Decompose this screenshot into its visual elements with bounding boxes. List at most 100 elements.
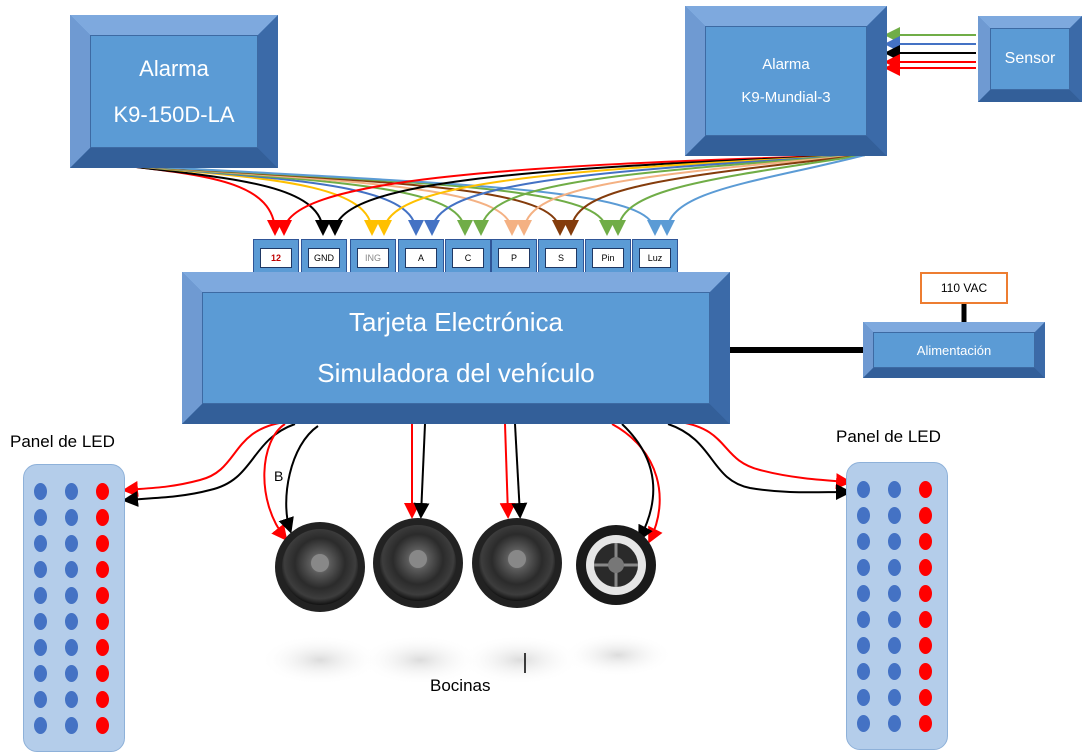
left-panel-led-blue — [34, 613, 47, 630]
right-panel-led-red — [919, 715, 932, 732]
terminal-p: P — [491, 239, 537, 276]
wires-sensor-to-alarm — [884, 27, 976, 76]
terminal-gnd: GND — [301, 239, 347, 276]
led-panel-right — [846, 462, 948, 750]
left-panel-led-blue — [65, 613, 78, 630]
right-panel-led-blue — [888, 481, 901, 498]
left-panel-led-red — [96, 587, 109, 604]
right-panel-led-blue — [857, 637, 870, 654]
terminal-pin: Pin — [585, 239, 631, 276]
right-panel-led-blue — [857, 715, 870, 732]
left-panel-led-blue — [34, 483, 47, 500]
panel-left-caption: Panel de LED — [10, 432, 115, 451]
right-panel-led-blue — [888, 585, 901, 602]
left-panel-led-blue — [65, 561, 78, 578]
speaker-1-icon — [275, 522, 365, 612]
wires-from-right-alarm — [276, 154, 866, 236]
right-panel-led-red — [919, 507, 932, 524]
left-panel-led-blue — [65, 535, 78, 552]
right-panel-led-red — [919, 663, 932, 680]
wires-to-right-panel — [667, 421, 852, 501]
right-panel-led-blue — [857, 611, 870, 628]
right-panel-led-red — [919, 637, 932, 654]
right-panel-led-blue — [857, 533, 870, 550]
right-panel-led-blue — [857, 507, 870, 524]
board-title: Tarjeta Electrónica — [349, 307, 563, 337]
right-panel-led-red — [919, 481, 932, 498]
left-panel-led-blue — [34, 639, 47, 656]
terminal-c: C — [445, 239, 491, 276]
board-subtitle: Simuladora del vehículo — [317, 358, 595, 388]
alarm-left-model: K9-150D-LA — [113, 101, 235, 127]
speaker-marker: B — [274, 468, 284, 484]
led-panel-left — [23, 464, 125, 752]
speakers-caption: Bocinas — [430, 676, 491, 695]
left-panel-led-red — [96, 717, 109, 734]
alarm-left-box: Alarma K9-150D-LA — [70, 15, 278, 168]
left-panel-led-blue — [34, 587, 47, 604]
left-panel-led-blue — [65, 717, 78, 734]
left-panel-led-red — [96, 561, 109, 578]
speaker-3-icon — [472, 518, 562, 608]
left-panel-led-blue — [34, 535, 47, 552]
left-panel-led-red — [96, 535, 109, 552]
right-panel-led-blue — [888, 689, 901, 706]
alarm-right-box: Alarma K9-Mundial-3 — [685, 6, 887, 156]
sensor-label: Sensor — [1004, 50, 1056, 67]
right-panel-led-blue — [888, 715, 901, 732]
left-panel-led-blue — [65, 639, 78, 656]
left-panel-led-blue — [34, 561, 47, 578]
left-panel-led-blue — [65, 509, 78, 526]
power-supply-label: Alimentación — [916, 342, 992, 358]
right-panel-led-red — [919, 585, 932, 602]
wires-to-left-panel — [122, 421, 296, 507]
right-panel-led-blue — [857, 689, 870, 706]
panel-right-caption: Panel de LED — [836, 427, 941, 446]
left-panel-led-blue — [34, 717, 47, 734]
speaker-shadows — [260, 633, 673, 685]
sensor-box: Sensor — [978, 16, 1082, 102]
terminal-12: 12 — [253, 239, 299, 276]
right-panel-led-blue — [888, 637, 901, 654]
left-panel-led-blue — [34, 509, 47, 526]
vac-label: 110 VAC — [940, 281, 988, 295]
vac-box: 110 VAC — [920, 272, 1008, 304]
left-panel-led-red — [96, 639, 109, 656]
electronic-board: Tarjeta Electrónica Simuladora del vehíc… — [182, 272, 730, 424]
alarm-right-title: Alarma — [762, 56, 810, 73]
speaker-2-icon — [373, 518, 463, 608]
right-panel-led-blue — [888, 611, 901, 628]
left-panel-led-blue — [65, 665, 78, 682]
terminal-ing: ING — [350, 239, 396, 276]
right-panel-led-blue — [888, 559, 901, 576]
left-panel-led-blue — [65, 483, 78, 500]
right-panel-led-red — [919, 611, 932, 628]
left-panel-led-red — [96, 613, 109, 630]
left-panel-led-red — [96, 483, 109, 500]
right-panel-led-blue — [888, 663, 901, 680]
wires-to-speakers — [263, 423, 663, 544]
alarm-right-model: K9-Mundial-3 — [741, 89, 831, 106]
left-panel-led-blue — [34, 665, 47, 682]
terminal-a: A — [398, 239, 444, 276]
left-panel-led-blue — [65, 587, 78, 604]
left-panel-led-red — [96, 691, 109, 708]
right-panel-led-red — [919, 533, 932, 550]
left-panel-led-red — [96, 665, 109, 682]
left-panel-led-blue — [65, 691, 78, 708]
left-panel-led-blue — [34, 691, 47, 708]
right-panel-led-blue — [857, 481, 870, 498]
right-panel-led-blue — [857, 559, 870, 576]
right-panel-led-blue — [888, 507, 901, 524]
terminal-luz: Luz — [632, 239, 678, 276]
power-supply-box: Alimentación — [863, 322, 1045, 378]
right-panel-led-blue — [857, 585, 870, 602]
alarm-left-title: Alarma — [139, 55, 209, 81]
right-panel-led-blue — [888, 533, 901, 550]
right-panel-led-red — [919, 559, 932, 576]
right-panel-led-blue — [857, 663, 870, 680]
right-panel-led-red — [919, 689, 932, 706]
terminal-s: S — [538, 239, 584, 276]
tweeter-icon — [576, 525, 656, 605]
